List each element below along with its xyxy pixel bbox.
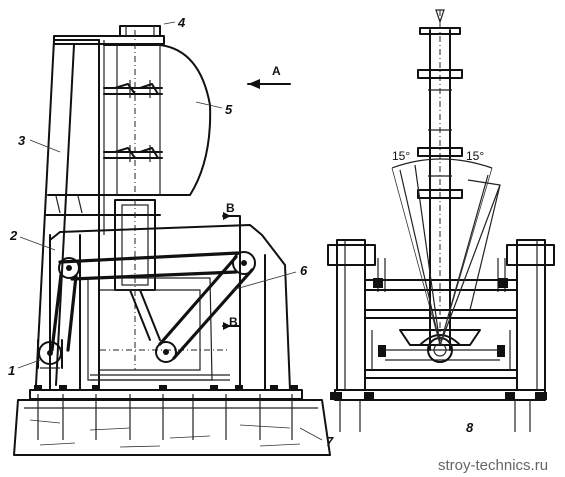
- belt-drive: [50, 251, 256, 363]
- label-2: 2: [9, 228, 18, 243]
- front-columns: [327, 239, 555, 391]
- foundation: [13, 394, 331, 456]
- watermark-text: stroy-technics.ru: [438, 457, 548, 474]
- base-plate: [29, 385, 303, 400]
- front-crossbeams: [364, 279, 518, 379]
- label-3: 3: [18, 133, 26, 148]
- label-5: 5: [225, 102, 233, 117]
- view-arrow-a: [247, 79, 291, 89]
- section-b-marker: [222, 212, 241, 330]
- part-labels: 4 5 3 2 6 1 7 8: [8, 15, 474, 449]
- view-a-label: A: [272, 64, 281, 78]
- view-labels: A B B: [226, 64, 281, 329]
- label-6: 6: [300, 263, 308, 278]
- top-cap: [53, 25, 165, 45]
- angle-labels: 15° 15°: [392, 149, 484, 163]
- leader-lines: [17, 21, 323, 441]
- driver-body: [103, 44, 212, 196]
- side-view: [13, 21, 331, 456]
- front-base: [330, 389, 547, 432]
- section-b-bottom-label: B: [229, 315, 238, 329]
- front-mast: [399, 9, 501, 351]
- label-4: 4: [177, 15, 186, 30]
- ram-guide: [114, 30, 161, 370]
- section-b-top-label: B: [226, 201, 235, 215]
- frame: [49, 224, 291, 391]
- angle-right-label: 15°: [466, 149, 484, 163]
- motor: [37, 339, 63, 369]
- label-8: 8: [466, 420, 474, 435]
- label-7: 7: [326, 434, 334, 449]
- label-1: 1: [8, 363, 15, 378]
- angle-arc: [391, 158, 493, 346]
- angle-left-label: 15°: [392, 149, 410, 163]
- front-view: [327, 9, 555, 432]
